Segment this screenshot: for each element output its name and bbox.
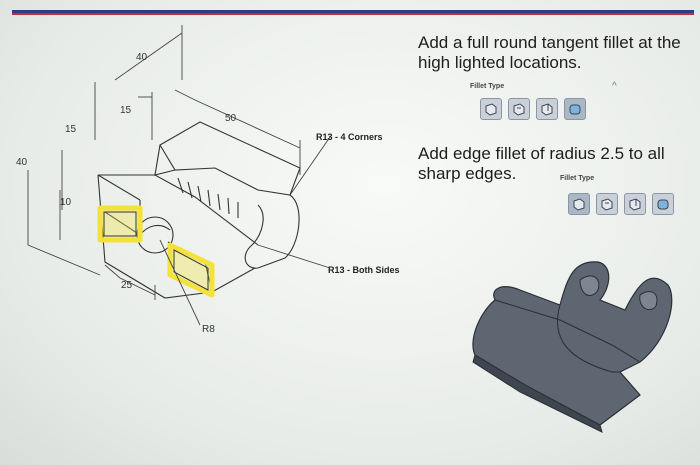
- fillet-type-panel-2: [568, 193, 674, 215]
- dim-50: 50: [225, 113, 237, 124]
- dim-40-left: 40: [16, 157, 28, 168]
- instruction-full-round: Add a full round tangent fillet at the h…: [418, 33, 681, 72]
- title-bar-blue: [12, 10, 694, 13]
- fillet-highlights: [97, 205, 215, 298]
- dim-10: 10: [60, 197, 72, 208]
- fillet-type-2-icon[interactable]: [508, 98, 530, 120]
- model-body: [472, 261, 673, 426]
- fillet-type-1-icon[interactable]: [568, 193, 590, 215]
- highlight-right-inner: [173, 249, 209, 291]
- dim-15-upper: 15: [120, 105, 132, 116]
- fillet-type-3-icon[interactable]: [536, 98, 558, 120]
- highlight-right: [167, 242, 215, 298]
- fillet-type-label-1: Fillet Type: [470, 83, 505, 90]
- dim-r8: R8: [202, 324, 215, 335]
- chevron-up-icon[interactable]: ^: [612, 81, 617, 92]
- title-bar: [12, 10, 694, 15]
- highlight-left: [97, 205, 143, 243]
- dim-25: 25: [121, 280, 133, 291]
- dim-40-top: 40: [136, 52, 148, 63]
- fillet-type-label-2: Fillet Type: [560, 175, 595, 182]
- callout-r13-sides: R13 - Both Sides: [328, 265, 400, 275]
- fillet-type-3-icon[interactable]: [624, 193, 646, 215]
- dim-15-left: 15: [65, 124, 77, 135]
- dimension-lines: [27, 25, 331, 326]
- fillet-type-4-icon[interactable]: [564, 98, 586, 120]
- highlight-left-inner: [103, 211, 137, 237]
- instruction-edge-fillet: Add edge fillet of radius 2.5 to all sha…: [418, 144, 665, 183]
- fillet-type-2-icon[interactable]: [596, 193, 618, 215]
- fillet-type-4-icon[interactable]: [652, 193, 674, 215]
- fillet-type-panel-1: [480, 98, 586, 120]
- title-bar-red: [12, 13, 694, 15]
- callout-r13-corners: R13 - 4 Corners: [316, 132, 383, 142]
- model-3d: [472, 261, 673, 433]
- fillet-type-1-icon[interactable]: [480, 98, 502, 120]
